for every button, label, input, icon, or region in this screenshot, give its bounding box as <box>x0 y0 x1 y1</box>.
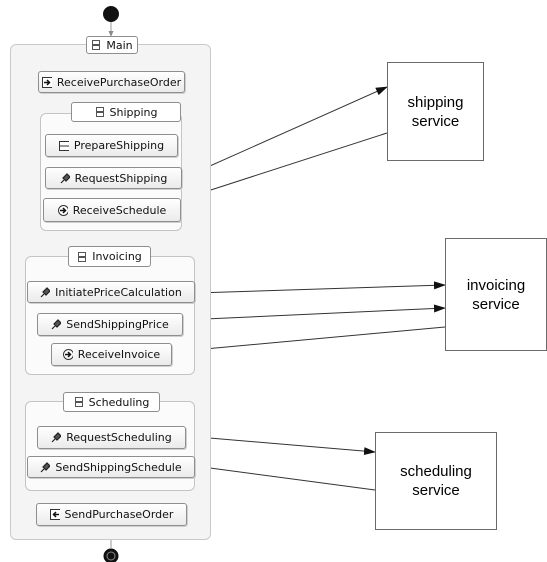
assign-icon <box>58 140 69 151</box>
message-receive-invoice <box>171 326 446 353</box>
invoicing-sequence-header[interactable]: Invoicing <box>68 246 151 267</box>
sequence-icon <box>91 40 101 51</box>
send-purchase-order-activity[interactable]: SendPurchaseOrder <box>36 503 187 526</box>
message-receive-schedule <box>182 132 388 200</box>
sequence-icon <box>77 251 87 262</box>
receive-icon <box>41 76 52 88</box>
receive-schedule-activity[interactable]: ReceiveSchedule <box>43 198 181 222</box>
invoicing-sequence-label: Invoicing <box>92 250 142 263</box>
request-shipping-label: RequestShipping <box>74 171 168 185</box>
receive-purchase-order-label: ReceivePurchaseOrder <box>56 75 182 89</box>
send-shipping-price-label: SendShippingPrice <box>66 318 169 331</box>
main-sequence-label: Main <box>106 38 133 52</box>
receive-schedule-label: ReceiveSchedule <box>72 203 167 217</box>
end-node-ring <box>106 551 116 561</box>
message-request-scheduling <box>185 435 376 456</box>
invoicing-service-box[interactable]: invoicing service <box>445 238 547 351</box>
shipping-sequence-header[interactable]: Shipping <box>71 102 181 122</box>
prepare-shipping-label: PrepareShipping <box>73 139 165 152</box>
prepare-shipping-activity[interactable]: PrepareShipping <box>45 134 178 157</box>
receive-invoice-activity[interactable]: ReceiveInvoice <box>51 343 172 366</box>
invoke-icon <box>40 461 51 473</box>
send-shipping-price-activity[interactable]: SendShippingPrice <box>37 313 183 336</box>
main-sequence-header[interactable]: Main <box>86 36 138 54</box>
message-request-shipping <box>182 86 388 179</box>
send-shipping-schedule-activity[interactable]: SendShippingSchedule <box>27 456 195 478</box>
send-shipping-schedule-label: SendShippingSchedule <box>55 460 182 474</box>
invoke-icon <box>60 172 70 184</box>
sequence-icon <box>95 107 105 118</box>
reply-icon <box>49 509 60 520</box>
scheduling-service-box[interactable]: scheduling service <box>375 432 497 530</box>
request-shipping-activity[interactable]: RequestShipping <box>45 167 182 189</box>
initiate-price-calculation-label: InitiatePriceCalculation <box>55 285 182 299</box>
send-purchase-order-label: SendPurchaseOrder <box>64 508 174 521</box>
start-node <box>103 6 119 22</box>
invoke-icon <box>40 286 51 298</box>
message-initiate-price-calculation <box>194 281 446 294</box>
shipping-sequence-label: Shipping <box>109 105 158 119</box>
receive-icon <box>62 349 73 360</box>
scheduling-sequence-label: Scheduling <box>88 395 150 409</box>
scheduling-sequence-header[interactable]: Scheduling <box>63 392 160 412</box>
shipping-service-box[interactable]: shipping service <box>387 62 484 161</box>
request-scheduling-activity[interactable]: RequestScheduling <box>37 426 186 449</box>
invoke-icon <box>51 432 62 443</box>
receive-invoice-label: ReceiveInvoice <box>77 348 161 361</box>
invoke-icon <box>51 319 62 330</box>
message-send-shipping-schedule <box>194 465 376 491</box>
initiate-price-calculation-activity[interactable]: InitiatePriceCalculation <box>27 281 195 303</box>
sequence-icon <box>74 397 84 408</box>
receive-icon <box>57 204 68 216</box>
request-scheduling-label: RequestScheduling <box>66 431 172 444</box>
receive-purchase-order-activity[interactable]: ReceivePurchaseOrder <box>38 71 185 93</box>
message-send-shipping-price <box>182 304 446 321</box>
